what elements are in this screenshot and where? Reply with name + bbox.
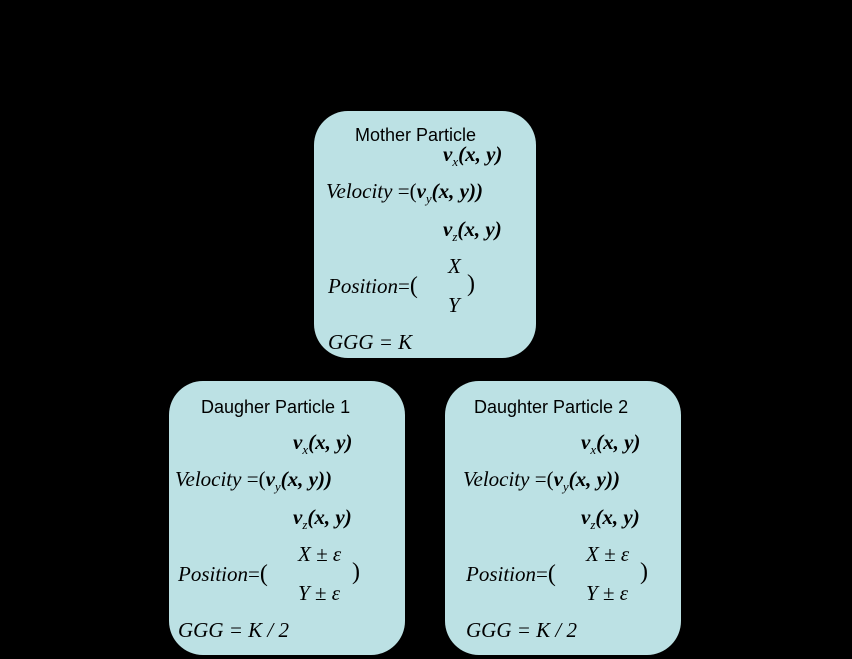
mother-vx-subscript: x [452,154,459,169]
d2-vy-subscript: y [562,479,569,494]
d2-velocity-label: Velocity [463,467,530,491]
d2-vz-subscript: z [590,517,596,532]
d1-vz-args: (x, y) [307,505,352,529]
d2-velocity-equals: = [534,467,547,491]
mother-position-close-paren: ) [467,271,475,297]
mother-position-x: X [448,254,461,278]
mother-vy-symbol: v [416,179,426,203]
d2-position-y: Y ± ε [586,581,628,605]
mother-ggg-equation: GGG = K [328,330,413,354]
mother-vz-component: vz(x, y) [443,217,502,244]
d1-velocity-equals: = [246,467,259,491]
d2-ggg-equation: GGG = K / 2 [466,618,578,642]
d1-vy-args: (x, y)) [280,467,332,491]
d2-position-equals: = [536,562,548,586]
mother-vx-symbol: v [443,142,453,166]
d2-vy-args: (x, y)) [568,467,620,491]
daughter-particle-1-box: Daugher Particle 1 vx(x, y) Velocity =(v… [169,381,405,655]
d1-position-x: X ± ε [298,542,342,566]
mother-velocity-equals: = [397,179,410,203]
d1-vy-subscript: y [274,479,281,494]
mother-velocity-label: Velocity [326,179,393,203]
d2-velocity-equation: Velocity =(vy(x, y)) [463,467,620,494]
mother-vz-args: (x, y) [457,217,502,241]
mother-position-equals: = [398,274,410,298]
mother-vz-symbol: v [443,217,453,241]
d1-vx-subscript: x [302,442,309,457]
mother-vy-subscript: y [425,191,432,206]
d1-vz-component: vz(x, y) [293,505,352,532]
d2-vz-args: (x, y) [595,505,640,529]
mother-position-label: Position [328,274,399,298]
mother-vz-subscript: z [452,229,458,244]
d1-vx-args: (x, y) [308,430,353,454]
mother-particle-box: Mother Particle vx(x, y) Velocity =(vy(x… [314,111,536,358]
d2-position-close-paren: ) [640,559,648,585]
d1-vx-component: vx(x, y) [293,430,353,457]
d1-position-label: Position [178,562,249,586]
d2-vy-symbol: v [553,467,563,491]
d1-velocity-label: Velocity [175,467,242,491]
d2-vz-component: vz(x, y) [581,505,640,532]
d2-position-label: Position [466,562,537,586]
d1-vy-symbol: v [265,467,275,491]
mother-vx-args: (x, y) [458,142,503,166]
d1-vz-symbol: v [293,505,303,529]
d2-vx-component: vx(x, y) [581,430,641,457]
d2-position-label-group: Position=( [466,561,556,587]
d2-vx-subscript: x [590,442,597,457]
d1-vz-subscript: z [302,517,308,532]
d2-vx-args: (x, y) [596,430,641,454]
daughter-particle-2-title: Daughter Particle 2 [474,397,629,417]
daughter-particle-1-title: Daugher Particle 1 [201,397,351,417]
d1-ggg-equation: GGG = K / 2 [178,618,290,642]
mother-velocity-equation: Velocity =(vy(x, y)) [326,179,483,206]
mother-position-y: Y [448,293,460,317]
mother-position-label-group: Position=( [328,273,418,299]
d1-position-close-paren: ) [352,559,360,585]
d1-position-equals: = [248,562,260,586]
d1-velocity-equation: Velocity =(vy(x, y)) [175,467,332,494]
d2-position-x: X ± ε [586,542,630,566]
mother-vx-component: vx(x, y) [443,142,503,169]
d2-vz-symbol: v [581,505,591,529]
daughter-particle-2-box: Daughter Particle 2 vx(x, y) Velocity =(… [445,381,681,655]
d1-vx-symbol: v [293,430,303,454]
d1-position-label-group: Position=( [178,561,268,587]
mother-vy-args: (x, y)) [431,179,483,203]
d2-vx-symbol: v [581,430,591,454]
d1-position-y: Y ± ε [298,581,340,605]
mother-particle-title: Mother Particle [355,125,477,145]
